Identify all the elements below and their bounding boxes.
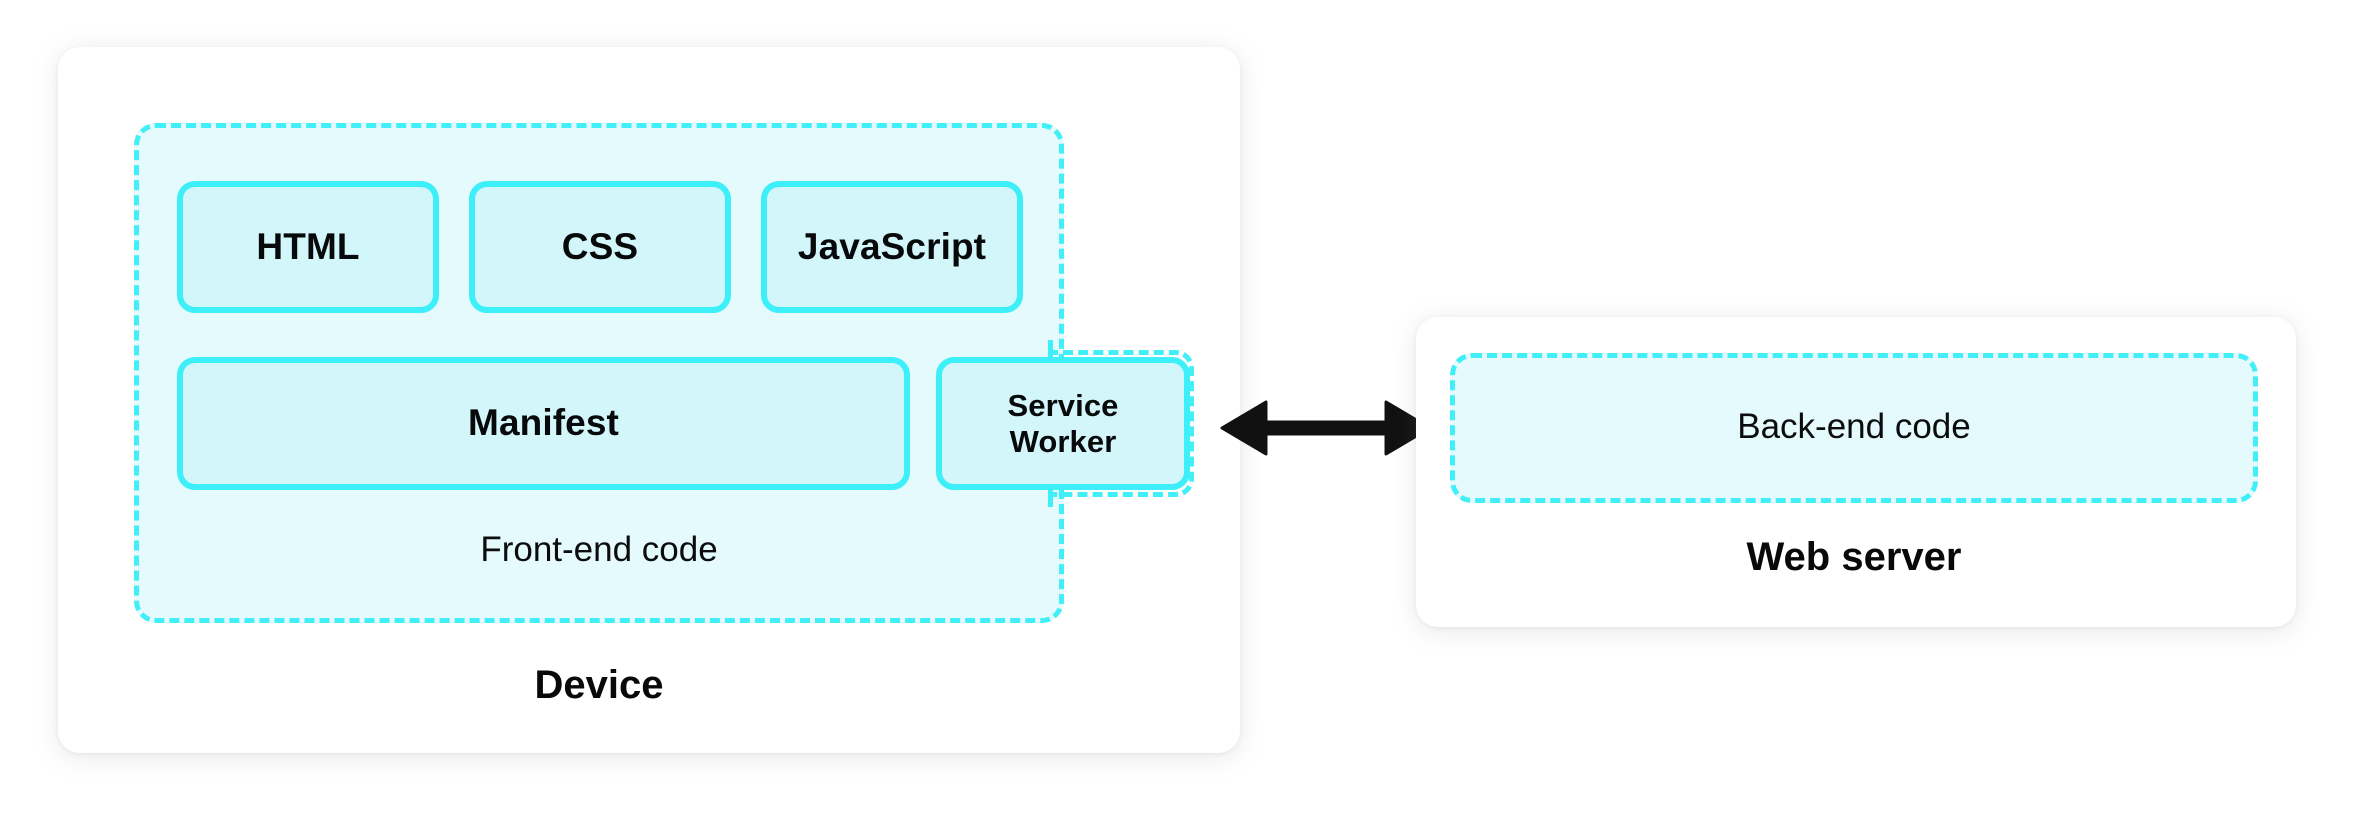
tile-manifest-label: Manifest xyxy=(468,402,619,444)
tile-javascript-label: JavaScript xyxy=(797,225,987,267)
tile-css[interactable]: CSS xyxy=(469,181,731,313)
web-server-caption: Web server xyxy=(1746,535,1962,579)
back-end-code-region xyxy=(1450,353,2258,503)
tile-css-label: CSS xyxy=(561,225,639,267)
tile-html-label: HTML xyxy=(256,225,360,267)
tile-javascript[interactable]: JavaScript xyxy=(761,181,1023,313)
tile-html[interactable]: HTML xyxy=(177,181,439,313)
tile-service-worker-line2: Worker xyxy=(1009,423,1117,459)
back-end-code-caption: Back-end code xyxy=(1737,407,1971,446)
device-caption: Device xyxy=(534,663,664,707)
tile-service-worker-line1: Service xyxy=(1007,387,1119,423)
front-end-code-caption: Front-end code xyxy=(480,530,718,569)
bidirectional-arrow-icon xyxy=(1218,395,1434,461)
tile-manifest[interactable]: Manifest xyxy=(177,357,910,490)
